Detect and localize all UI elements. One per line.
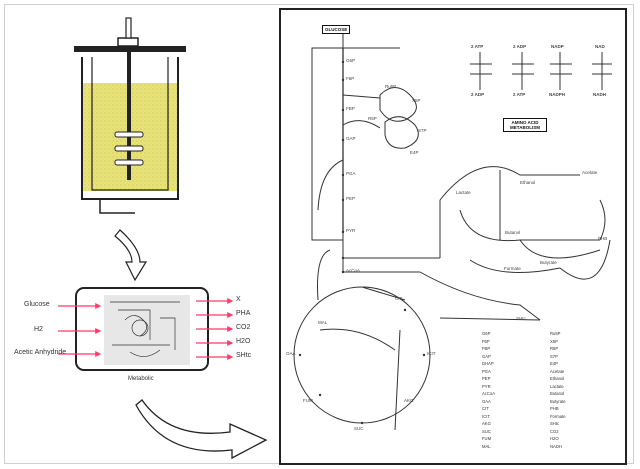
node-g6p: G6P xyxy=(346,58,355,63)
output-label-pha: PHA xyxy=(236,310,250,317)
legend-entry: X5P xyxy=(550,338,610,346)
node-e4p: E4P xyxy=(410,150,419,155)
legend-entry: CO2 xyxy=(550,428,610,436)
legend-entry: Ethanol xyxy=(550,375,610,383)
model-caption: Metabolic xyxy=(128,376,154,382)
legend-entry: AKG xyxy=(482,420,542,428)
legend-entry: OAA xyxy=(482,398,542,406)
node-butyrate: Butyrate xyxy=(540,260,557,265)
legend-entry: PHB xyxy=(550,405,610,413)
node-pga: PGA xyxy=(346,171,356,176)
cofactor-bottom-3: NADH xyxy=(593,92,606,97)
legend-entry: Butyrate xyxy=(550,398,610,406)
output-label-co2: CO2 xyxy=(236,324,250,331)
node-pyr: PYR xyxy=(346,228,355,233)
legend-entry: F6P xyxy=(482,338,542,346)
legend-entry: SHtc xyxy=(550,420,610,428)
network-side-label: AMINO ACID METABOLISM xyxy=(503,118,547,132)
node-fbp: FBP xyxy=(346,106,355,111)
node-x5p: X5P xyxy=(412,98,421,103)
legend-entry: Butanol xyxy=(550,390,610,398)
cofactor-bottom-0: 2 ADP xyxy=(471,92,484,97)
node-f6p: F6P xyxy=(346,76,354,81)
node-akg: AKG xyxy=(404,398,414,403)
legend-entry: H2O xyxy=(550,435,610,443)
legend-entry: DHAP xyxy=(482,360,542,368)
legend-entry: S7P xyxy=(550,353,610,361)
legend-entry: AcCoA xyxy=(482,390,542,398)
legend-entry: E4P xyxy=(550,360,610,368)
node-shtc: SHtc xyxy=(516,316,526,321)
legend-entry: CIT xyxy=(482,405,542,413)
node-cit: CIT xyxy=(395,296,402,301)
node-ru5p: Ru5P xyxy=(385,84,396,89)
node-butanol: Butanol xyxy=(505,230,520,235)
cofactor-top-3: NAD xyxy=(595,44,605,49)
legend-entry: GAP xyxy=(482,353,542,361)
node-fum: FUM xyxy=(303,398,313,403)
legend-entry: Acetate xyxy=(550,368,610,376)
input-label-h2: H2 xyxy=(34,326,43,333)
node-icit: ICIT xyxy=(427,351,436,356)
legend-entry: SUC xyxy=(482,428,542,436)
node-lactate: Lactate xyxy=(456,190,471,195)
node-suc: SUC xyxy=(354,426,364,431)
cofactor-top-1: 2 ADP xyxy=(513,44,526,49)
node-gap: GAP xyxy=(346,136,356,141)
input-label-glucose: Glucose xyxy=(24,301,50,308)
legend-entry: FBP xyxy=(482,345,542,353)
legend-entry: ICIT xyxy=(482,413,542,421)
down-arrow xyxy=(115,230,146,280)
node-mal: MAL xyxy=(318,320,327,325)
right-arrow xyxy=(136,400,266,458)
legend-entry: PEP xyxy=(482,375,542,383)
node-r5p: R5P xyxy=(368,116,377,121)
node-formate: Formate xyxy=(504,266,521,271)
node-phb: PHB xyxy=(598,236,607,241)
legend-entry: R5P xyxy=(550,345,610,353)
cofactor-top-2: NADP xyxy=(551,44,564,49)
legend-entry: Lactate xyxy=(550,383,610,391)
legend-entry: MAL xyxy=(482,443,542,451)
node-accoa: AcCoA xyxy=(346,268,360,273)
node-pep: PEP xyxy=(346,196,355,201)
legend-entry: NADH xyxy=(550,443,610,451)
legend-entry: PYR xyxy=(482,383,542,391)
input-label-acetic: Acetic Anhydride xyxy=(14,349,66,356)
cofactor-bottom-2: NADPH xyxy=(549,92,565,97)
legend-entry: FUM xyxy=(482,435,542,443)
node-s7p: S7P xyxy=(418,128,427,133)
output-label-h2o: H2O xyxy=(236,338,250,345)
network-top-label: GLUCOSE xyxy=(322,25,350,34)
cofactor-bottom-1: 2 ATP xyxy=(513,92,525,97)
bioreactor xyxy=(74,18,186,213)
cofactor-top-0: 2 ATP xyxy=(471,44,483,49)
node-acetate: Acetate xyxy=(582,170,597,175)
legend-entry: Formate xyxy=(550,413,610,421)
legend-entry: Ru5P xyxy=(550,330,610,338)
node-ethanol: Ethanol xyxy=(520,180,535,185)
output-label-shtc: SHtc xyxy=(236,352,251,359)
legend-entry: PGA xyxy=(482,368,542,376)
legend-entry: G6P xyxy=(482,330,542,338)
node-oaa: OAA xyxy=(286,351,296,356)
output-label-x: X xyxy=(236,296,241,303)
